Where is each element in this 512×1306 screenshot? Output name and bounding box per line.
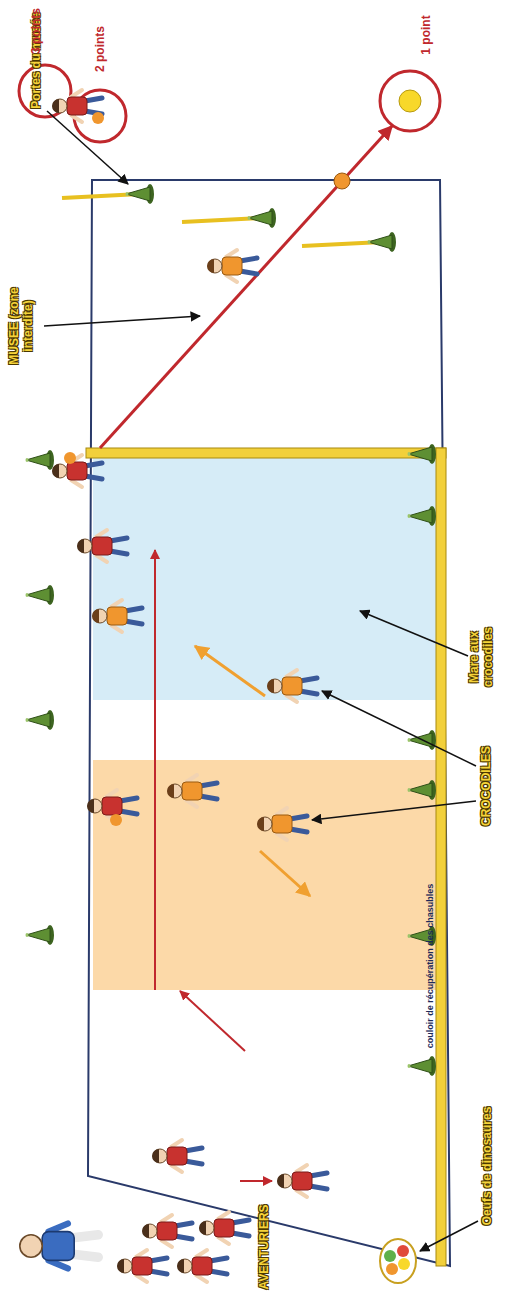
orange-zone bbox=[93, 760, 436, 990]
zone-label: Mare aux crocodiles bbox=[468, 613, 496, 701]
equipment-label: Oeufs de dinosaures bbox=[481, 1086, 495, 1246]
team-label: CROCODILES bbox=[480, 731, 494, 841]
team-label: AVENTURIERS bbox=[258, 1192, 272, 1302]
zone-label: MUSEE (zone interdite) bbox=[8, 266, 36, 386]
crocodile-pond bbox=[93, 455, 436, 700]
score-label: 3 points bbox=[30, 2, 44, 60]
score-label: 1 point bbox=[420, 6, 434, 64]
playing-field bbox=[88, 180, 450, 1266]
corridor-label: couloir de récupération des chasubles bbox=[425, 816, 435, 1116]
museum-barrier bbox=[86, 448, 446, 458]
corridor-barrier bbox=[436, 448, 446, 1266]
score-label: 2 points bbox=[94, 20, 108, 78]
